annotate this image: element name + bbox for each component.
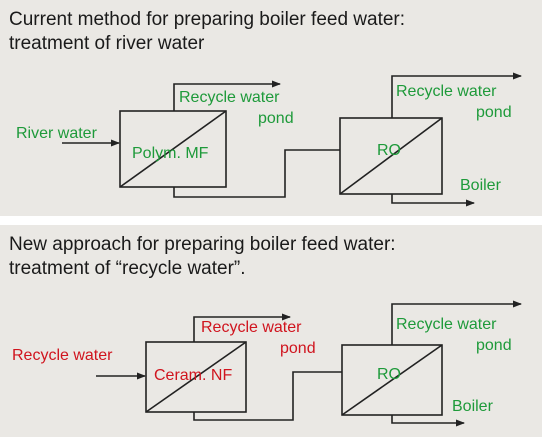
- polym-mf-label: Polym. MF: [132, 145, 209, 162]
- nf-recycle-label-line2: pond: [280, 340, 316, 357]
- boiler-label-bottom: Boiler: [452, 398, 494, 415]
- new-approach-heading-line2: treatment of “recycle water”.: [9, 258, 246, 279]
- ro-to-boiler-arrow-bottom: [391, 415, 465, 427]
- ro-recycle-label-line1-top: Recycle water: [396, 83, 497, 100]
- recycle-water-inlet-label: Recycle water: [12, 347, 113, 364]
- current-method-heading-line1: Current method for preparing boiler feed…: [9, 9, 406, 30]
- ceram-nf-unit: [145, 341, 247, 413]
- new-approach-panel: New approach for preparing boiler feed w…: [0, 225, 542, 437]
- ro-unit-top: [339, 117, 443, 195]
- ro-to-boiler-arrow-top: [391, 194, 475, 207]
- ro-label-bottom: RO: [377, 366, 401, 383]
- river-water-label: River water: [16, 125, 98, 142]
- ro-membrane-bottom: [341, 344, 443, 416]
- ro-recycle-arrow-bottom: [391, 300, 522, 345]
- mf-recycle-label-line1: Recycle water: [179, 89, 280, 106]
- ro-recycle-label-line1-bottom: Recycle water: [396, 316, 497, 333]
- ceram-nf-label: Ceram. NF: [154, 367, 232, 384]
- mf-recycle-arrow: [173, 80, 281, 111]
- polym-mf-unit: [119, 110, 227, 188]
- nf-recycle-label-line1: Recycle water: [201, 319, 302, 336]
- ro-recycle-arrow-top: [391, 72, 522, 118]
- current-method-diagram: River water Polym. MF Recycle water pond…: [16, 72, 522, 207]
- mf-to-ro-line: [173, 149, 340, 198]
- ro-label-top: RO: [377, 142, 401, 159]
- nf-recycle-arrow: [193, 313, 291, 342]
- current-method-heading: Current method for preparing boiler feed…: [9, 8, 405, 56]
- mf-recycle-label-line2: pond: [258, 110, 294, 127]
- nf-to-ro-line: [193, 371, 342, 421]
- ro-recycle-label-line2-bottom: pond: [476, 337, 512, 354]
- polym-mf-membrane: [119, 110, 227, 188]
- new-approach-heading-line1: New approach for preparing boiler feed w…: [9, 234, 396, 255]
- new-approach-diagram: Recycle water Ceram. NF Recycle water po…: [12, 300, 522, 427]
- current-method-heading-line2: treatment of river water: [9, 33, 205, 54]
- ro-membrane-top: [339, 117, 443, 195]
- boiler-label-top: Boiler: [460, 177, 502, 194]
- ro-recycle-label-line2-top: pond: [476, 104, 512, 121]
- current-method-panel: Current method for preparing boiler feed…: [0, 0, 542, 216]
- ceram-nf-membrane: [145, 341, 247, 413]
- new-approach-heading: New approach for preparing boiler feed w…: [9, 233, 396, 281]
